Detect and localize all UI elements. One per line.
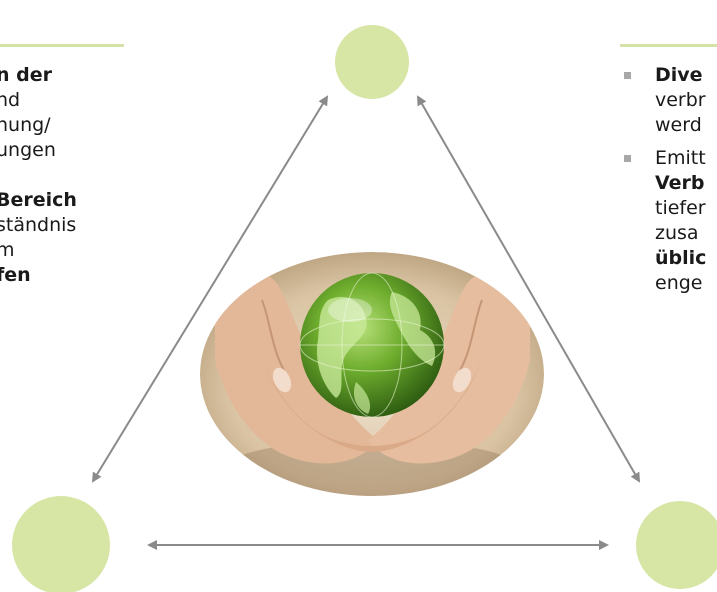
left-text-line: ungen xyxy=(0,139,56,161)
bullet-text-line: zusa xyxy=(655,222,699,244)
left-text-line: m xyxy=(0,239,15,261)
square-bullet-icon xyxy=(624,72,631,79)
bullet-text-line: Dive xyxy=(655,64,703,86)
left-text-line: fen xyxy=(0,264,31,286)
left-text-line: Bereich xyxy=(0,189,77,211)
bullet-text-line: werd xyxy=(655,114,702,136)
bullet-text-line: Verb xyxy=(655,172,705,194)
globe-in-hands-image xyxy=(200,252,544,496)
bullet-text-line: Emitt xyxy=(655,147,706,169)
left-text-line: ständnis xyxy=(0,214,77,236)
circle-bottom-left xyxy=(12,496,110,592)
left-text-line: nd xyxy=(0,89,21,111)
right-rule xyxy=(620,44,717,47)
left-text-line: nung/ xyxy=(0,114,51,136)
left-rule xyxy=(0,44,124,47)
bullet-text-line: enge xyxy=(655,272,703,294)
arrow-left-top xyxy=(91,95,329,483)
bullet-item: Dive verbr werd xyxy=(620,63,717,138)
circle-bottom-right xyxy=(636,501,717,589)
circle-top xyxy=(335,25,409,99)
bullet-text-line: verbr xyxy=(655,89,706,111)
bullet-text-line: tiefer xyxy=(655,197,706,219)
left-text-line: n der xyxy=(0,64,52,86)
arrow-right-top xyxy=(417,95,640,483)
bullet-text-line: üblic xyxy=(655,247,707,269)
